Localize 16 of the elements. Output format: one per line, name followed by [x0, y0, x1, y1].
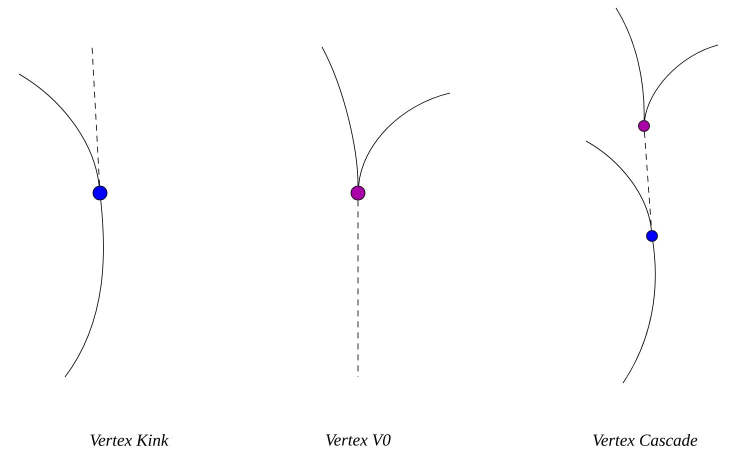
curve-line	[322, 46, 358, 186]
caption: Vertex Cascade	[593, 434, 698, 446]
curve-line	[18, 74, 100, 186]
vertex-dot	[350, 186, 366, 200]
curve-line	[586, 140, 652, 231]
caption: Vertex Kink	[90, 434, 169, 446]
vertex-dot	[638, 120, 650, 132]
vertex-dot	[92, 186, 108, 200]
curve-line	[644, 44, 718, 121]
dashed-line	[92, 46, 100, 186]
curve-line	[64, 200, 104, 378]
curve-line	[622, 241, 656, 384]
curve-line	[358, 92, 450, 186]
vertex-dot	[646, 230, 658, 242]
curve-line	[616, 8, 645, 120]
caption: Vertex V0	[326, 434, 391, 446]
